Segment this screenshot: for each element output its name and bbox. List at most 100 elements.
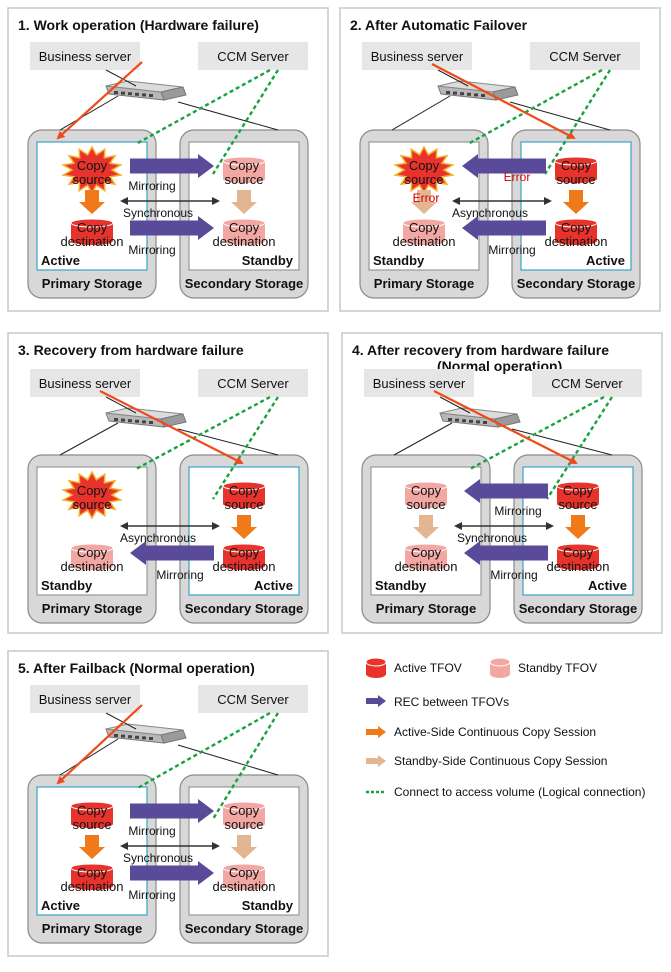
access-line-secondary (545, 396, 614, 500)
access-line-primary (135, 711, 271, 791)
business-server-uplink (439, 396, 471, 414)
copy-source-label-1: Copy (563, 483, 594, 498)
cylinder-top (222, 863, 266, 873)
copy-destination-label-1: Copy (409, 220, 440, 235)
business-server: Business server (362, 42, 472, 70)
copy-destination-label-2: destination (213, 234, 276, 249)
copy-source-label-2: source (556, 172, 595, 187)
business-server-uplink (105, 69, 137, 87)
cylinder-top (70, 218, 114, 228)
legend-standby-session: Standby-Side Continuous Copy Session (394, 754, 607, 768)
primary-copy-session-arrow (79, 190, 105, 214)
copy-source-label-2: source (404, 172, 443, 187)
cylinder-top (554, 218, 598, 228)
primary-copy-session-arrow (413, 515, 439, 539)
rec-arrow-destination (130, 861, 214, 885)
switch-link-secondary (511, 428, 613, 456)
copy-destination-label-2: destination (61, 559, 124, 574)
mirroring-label-2: Mirroring (128, 243, 175, 257)
copy-destination-label-1: Copy (77, 545, 108, 560)
cylinder-bottom (223, 562, 265, 570)
business-server-label: Business server (39, 376, 132, 391)
legend-rec: REC between TFOVs (394, 695, 509, 709)
storage-role-label: Active (588, 578, 627, 593)
business-path-to-primary (56, 61, 143, 140)
storage-name-label: Secondary Storage (185, 276, 304, 291)
copy-destination-label-1: Copy (229, 220, 260, 235)
storage-role-label: Standby (373, 253, 425, 268)
storage-role-label: Standby (41, 578, 93, 593)
cylinder-body (71, 223, 113, 241)
cylinder-top (222, 156, 266, 166)
ccm-server-label: CCM Server (217, 49, 289, 64)
cylinder-body (71, 868, 113, 886)
sync-mode-label: Asynchronous (120, 531, 196, 545)
cylinder-body (71, 548, 113, 566)
ccm-server: CCM Server (198, 42, 308, 70)
legend-standby-session-icon (366, 755, 386, 767)
mirroring-label-1: Mirroring (494, 504, 541, 518)
sync-mode-label: Synchronous (457, 531, 527, 545)
cylinder-bottom (71, 562, 113, 570)
storage-role-label: Standby (242, 898, 294, 913)
secondary-copy-session-arrow (231, 835, 257, 859)
panel-title: 4. After recovery from hardware failure (352, 342, 609, 358)
copy-source-label-1: Copy (409, 158, 440, 173)
cylinder-body (223, 548, 265, 566)
business-server-uplink (437, 69, 469, 87)
cylinder-top (365, 657, 387, 667)
storage-role-label: Active (254, 578, 293, 593)
cylinder-body (223, 223, 265, 241)
cylinder-top (222, 481, 266, 491)
copy-source-label-1: Copy (229, 483, 260, 498)
copy-source-label-1: Copy (77, 483, 108, 498)
business-path-to-primary (56, 704, 143, 785)
cylinder-bottom (557, 562, 599, 570)
panel-3: 3. Recovery from hardware failureBusines… (7, 332, 329, 634)
storage-name-label: Primary Storage (42, 276, 142, 291)
secondary-copy-session-arrow (231, 190, 257, 214)
mirroring-label-1: Mirroring (128, 179, 175, 193)
copy-destination-label-2: destination (61, 879, 124, 894)
copy-source-label-1: Copy (229, 158, 260, 173)
cylinder-top (222, 543, 266, 553)
panel-1: 1. Work operation (Hardware failure)Busi… (7, 7, 329, 312)
cylinder-bottom (555, 175, 597, 183)
primary-copy-session-arrow (79, 835, 105, 859)
cylinder-top (70, 543, 114, 553)
rec-arrow-destination (130, 541, 214, 565)
mirroring-label-2: Mirroring (128, 888, 175, 902)
copy-source-label-1: Copy (77, 158, 108, 173)
cylinder-bottom (223, 882, 265, 890)
cylinder-top (554, 156, 598, 166)
business-server-label: Business server (39, 692, 132, 707)
cylinder-top (489, 657, 511, 667)
access-line-primary (469, 395, 605, 471)
cylinder-body (405, 486, 447, 504)
cylinder-top (70, 801, 114, 811)
legend-rec-icon (366, 695, 386, 707)
copy-source-label-1: Copy (411, 483, 442, 498)
switch-link-secondary (177, 744, 279, 776)
copy-source-label-2: source (72, 497, 111, 512)
copy-destination-label-1: Copy (563, 545, 594, 560)
cylinder-top (222, 801, 266, 811)
copy-source-label-1: Copy (77, 803, 108, 818)
cylinder-top (404, 543, 448, 553)
rec-arrow-source (130, 799, 214, 823)
ccm-server-label: CCM Server (217, 692, 289, 707)
switch-link-secondary (177, 428, 279, 456)
sync-mode-label: Synchronous (123, 851, 193, 865)
business-server: Business server (30, 685, 140, 713)
